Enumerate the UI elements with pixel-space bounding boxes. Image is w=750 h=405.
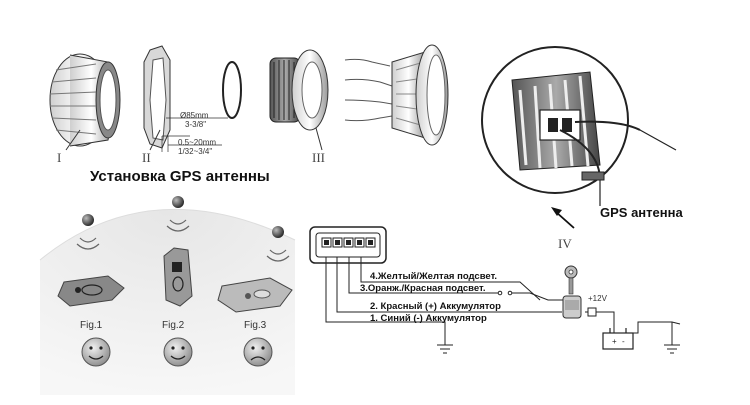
gps-install-title: Установка GPS антенны [90,168,270,185]
wire3-label: 3.Оранж./Красная подсвет. [360,283,486,294]
part-iii-label: III [312,150,325,165]
gauge-body [344,44,449,146]
part-iv-detail [481,46,677,229]
part-iii-nut [269,49,329,151]
svg-text:+: + [612,337,617,346]
diameter-inch-label: 3-3/8" [185,120,207,129]
fuse-icon [587,307,597,317]
fig2-label: Fig.2 [162,320,185,331]
wire2-label: 2. Красный (+) Аккумулятор [370,301,501,312]
fig1-label: Fig.1 [80,320,103,331]
happy-face-icon [163,337,193,367]
thickness-inch-label: 1/32~3/4" [178,147,213,156]
ignition-switch-icon [562,265,582,319]
part-ii-label: II [142,150,151,165]
svg-text:-: - [622,337,625,346]
gps-install-panel [39,196,296,395]
gps-antenna-label: GPS антенна [600,205,683,220]
part-i-label: I [57,150,62,165]
fig3-label: Fig.3 [244,320,267,331]
voltage-label: +12V [588,294,607,303]
part-ii-bracket [143,45,228,152]
wiring-diagram: + - [309,226,681,354]
part-iv-label: IV [558,236,572,251]
diameter-mm-label: Ø85mm [180,111,209,120]
sad-face-icon [243,337,273,367]
happy-face-icon [81,337,111,367]
battery-icon: + - [602,328,634,350]
thickness-mm-label: 0.5~20mm [178,138,217,147]
part-i-bezel [49,53,121,151]
o-ring [222,61,242,119]
wire1-label: 1. Синий (-) Аккумулятор [370,313,487,324]
wire4-label: 4.Желтый/Желтая подсвет. [370,271,498,282]
